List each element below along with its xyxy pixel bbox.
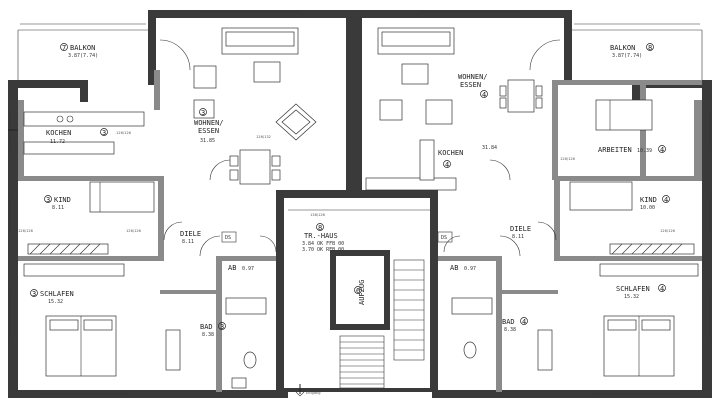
room-area: 10.39 xyxy=(637,148,652,154)
room-area: 0.97 xyxy=(464,266,476,272)
room-name: SCHLAFEN xyxy=(616,285,650,293)
room-area: 8.38 xyxy=(504,327,516,333)
dimension-labels: 126/126 126/132 126/126 126/126 126/126 … xyxy=(18,131,676,233)
dim-wohnen-left: 126/132 xyxy=(256,135,271,139)
room-area: 8.38 xyxy=(202,332,214,338)
room-number: 8 xyxy=(648,44,652,52)
room-number: 3 xyxy=(201,109,205,117)
room-name: DIELE xyxy=(180,230,201,238)
room-number: 3 xyxy=(102,129,106,137)
room-schlafen-right: SCHLAFEN 4 15.32 xyxy=(616,284,666,300)
room-labels: 7 BALKON 3.87(7.74) BALKON 8 3.87(7.74) … xyxy=(30,43,670,338)
dim-trhaus-top: 138/126 xyxy=(310,213,326,217)
room-number: 4 xyxy=(445,161,449,169)
room-number: 3 xyxy=(32,290,36,298)
room-number: 4 xyxy=(660,146,664,154)
room-kind-right: KIND 4 10.00 xyxy=(640,195,670,211)
room-number: 4 xyxy=(482,91,486,99)
room-wohnen-right: WOHNEN/ ESSEN 4 31.84 xyxy=(458,73,497,151)
room-area: 8.11 xyxy=(182,239,194,245)
room-name: DIELE xyxy=(510,225,531,233)
room-kochen-right: KOCHEN 4 xyxy=(438,149,463,169)
dim-kind-right: 126/126 xyxy=(660,229,676,233)
dim-kind-left-a: 126/126 xyxy=(18,229,34,233)
door-swings xyxy=(159,39,561,257)
ds-label-left: DS xyxy=(225,235,231,241)
room-schlafen-left: 3 SCHLAFEN 15.32 xyxy=(30,289,74,305)
room-diele-right: DIELE 8.11 xyxy=(510,225,531,240)
room-aufzug: 6 AUFZUG xyxy=(354,280,366,305)
room-arbeiten: ARBEITEN 10.39 4 xyxy=(598,145,666,154)
room-number: 7 xyxy=(62,44,66,52)
room-name: BALKON xyxy=(610,44,635,52)
room-kochen-left: KOCHEN 3 11.72 xyxy=(46,128,108,145)
room-name-line1: WOHNEN/ xyxy=(194,119,224,127)
dim-arbeiten: 126/126 xyxy=(560,157,576,161)
room-balkon-right: BALKON 8 3.87(7.74) xyxy=(610,43,654,59)
furniture-right xyxy=(365,27,699,377)
room-trhaus: 8 TR.-HAUS 3.84 OK FFB 00 3.70 OK RFB 00 xyxy=(302,223,344,253)
entrance-label: Eingang xyxy=(306,391,321,395)
room-area: 0.97 xyxy=(242,266,254,272)
room-name: BALKON xyxy=(70,44,95,52)
room-number: 4 xyxy=(660,285,664,293)
room-area: 15.32 xyxy=(624,294,639,300)
room-name-line1: WOHNEN/ xyxy=(458,73,488,81)
dim-kind-left-b: 126/126 xyxy=(126,229,142,233)
room-name: AUFZUG xyxy=(358,280,366,305)
room-number: 8 xyxy=(318,224,322,232)
room-wohnen-left: 3 WOHNEN/ ESSEN 31.85 xyxy=(194,108,224,144)
room-name: AB xyxy=(450,264,458,272)
room-name: TR.-HAUS xyxy=(304,232,338,240)
room-area: 15.32 xyxy=(48,299,63,305)
room-number: 4 xyxy=(664,196,668,204)
room-name: KIND xyxy=(54,196,71,204)
furniture-left xyxy=(23,27,317,389)
room-number: 3 xyxy=(46,196,50,204)
dim-kochen-left: 126/126 xyxy=(116,131,132,135)
room-name: BAD xyxy=(200,323,213,331)
room-bad-left: BAD 3 8.38 xyxy=(200,322,226,338)
room-name-line2: ESSEN xyxy=(198,127,219,135)
room-name-line2: ESSEN xyxy=(460,81,481,89)
room-bad-right: BAD 4 8.38 xyxy=(502,317,528,333)
room-area: 11.72 xyxy=(50,139,65,145)
room-area: 10.00 xyxy=(640,205,655,211)
room-name: KOCHEN xyxy=(46,129,71,137)
room-number: 6 xyxy=(356,287,360,295)
room-number: 3 xyxy=(220,323,224,331)
room-name: ARBEITEN xyxy=(598,146,632,154)
room-area: 3.87(7.74) xyxy=(68,53,98,59)
room-name: AB xyxy=(228,264,236,272)
room-area: 3.87(7.74) xyxy=(612,53,642,59)
room-area: 31.84 xyxy=(482,145,497,151)
room-name: KOCHEN xyxy=(438,149,463,157)
room-number: 4 xyxy=(522,318,526,326)
room-name: SCHLAFEN xyxy=(40,290,74,298)
room-diele-left: DIELE 8.11 xyxy=(180,230,201,245)
trhaus-sub2: 3.70 OK RFB 00 xyxy=(302,247,344,253)
room-area: 31.85 xyxy=(200,138,215,144)
room-kind-left: 3 KIND 8.11 xyxy=(44,195,71,211)
staircase xyxy=(288,209,430,389)
entrance-marker: Eingang xyxy=(295,384,321,397)
ds-label-right: DS xyxy=(441,235,447,241)
room-area: 8.11 xyxy=(52,205,64,211)
room-ab-left: AB 0.97 xyxy=(228,264,254,272)
ds-markers: DS DS xyxy=(221,231,453,243)
room-ab-right: AB 0.97 xyxy=(450,264,476,272)
trhaus-sub1: 3.84 OK FFB 00 xyxy=(302,241,344,247)
windows xyxy=(8,11,711,395)
room-balkon-left: 7 BALKON 3.87(7.74) xyxy=(60,43,98,59)
room-area: 8.11 xyxy=(512,234,524,240)
room-name: BAD xyxy=(502,318,515,326)
room-name: KIND xyxy=(640,196,657,204)
